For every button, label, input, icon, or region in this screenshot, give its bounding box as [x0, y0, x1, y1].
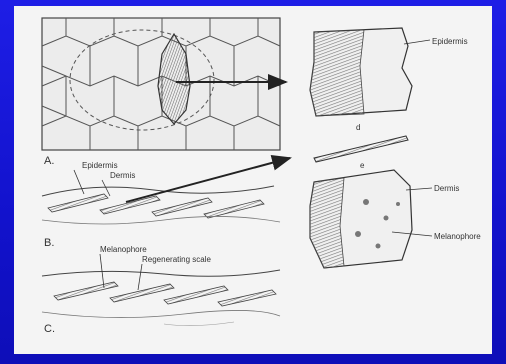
panel-label-c: C. [44, 323, 55, 335]
label-melanophore-right: Melanophore [434, 232, 481, 241]
label-e: e [360, 161, 365, 170]
label-epidermis-top: Epidermis [432, 37, 468, 46]
label-regenerating-scale: Regenerating scale [142, 255, 211, 264]
panel-a-scale-grid [42, 18, 286, 150]
figure-panel: A. Epidermis d e [14, 6, 492, 354]
arrow-b-to-sliver [126, 158, 290, 202]
scale-epidermis-view [310, 28, 430, 116]
panel-label-a: A. [44, 155, 54, 167]
label-epidermis-b: Epidermis [82, 161, 118, 170]
scale-diagram: A. Epidermis d e [14, 6, 492, 354]
scale-sliver [314, 136, 408, 162]
label-dermis-right: Dermis [434, 184, 459, 193]
label-dermis-b: Dermis [110, 171, 135, 180]
panel-b-cross-section [42, 158, 290, 224]
scale-dermis-view [310, 170, 432, 268]
panel-c-cross-section [42, 254, 280, 326]
label-d: d [356, 123, 360, 132]
panel-label-b: B. [44, 237, 54, 249]
label-melanophore-c: Melanophore [100, 245, 147, 254]
